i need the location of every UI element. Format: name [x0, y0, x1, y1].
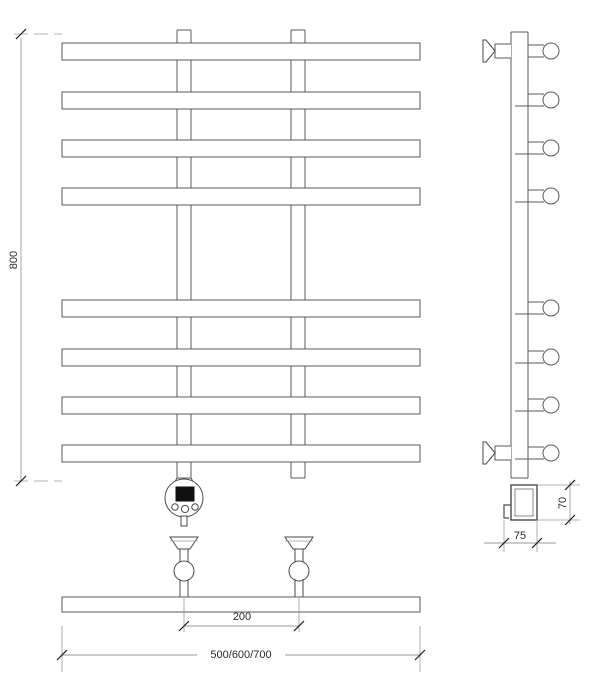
- side-wall-bracket-top: [482, 39, 511, 63]
- dimension-height-800: 800: [8, 28, 62, 487]
- bracket-ball-right: [288, 560, 310, 582]
- side-rail-end-2: [515, 91, 560, 109]
- control-unit-button-center[interactable]: [180, 504, 190, 514]
- control-unit-button-right[interactable]: [191, 503, 199, 511]
- rail-6: [61, 348, 421, 367]
- rail-1: [61, 42, 421, 61]
- rail-group-upper: [61, 42, 421, 206]
- wall-bar: [61, 596, 421, 613]
- side-rail-end-8: [515, 444, 560, 462]
- rail-group-lower: [61, 299, 421, 463]
- rail-7: [61, 396, 421, 415]
- side-wall-bracket-bottom: [482, 441, 511, 465]
- control-unit-display: [175, 486, 195, 502]
- bracket-cone-right: [284, 536, 314, 550]
- side-control-box: [503, 484, 538, 521]
- control-unit-button-left[interactable]: [171, 503, 179, 511]
- dimension-bracket-spacing-200: 200: [178, 597, 305, 632]
- rail-5: [61, 299, 421, 318]
- dimension-label-200: 200: [233, 611, 251, 623]
- rail-3: [61, 139, 421, 158]
- side-rail-end-5: [515, 299, 560, 317]
- side-elevation-view: [482, 31, 560, 521]
- wall-bracket-right: [284, 536, 314, 598]
- side-rail-ends: [515, 42, 560, 462]
- bracket-ball-left: [173, 560, 195, 582]
- dimension-height-70: 70: [537, 479, 580, 526]
- dimension-label-75: 75: [514, 530, 526, 542]
- dimension-label-width-options: 500/600/700: [210, 649, 271, 661]
- control-unit-cable-outlet: [180, 515, 188, 527]
- dimension-depth-75: 75: [484, 520, 556, 552]
- front-elevation-view: [61, 29, 421, 613]
- rail-8: [61, 444, 421, 463]
- bracket-cone-left: [169, 536, 199, 550]
- side-rail-end-4: [515, 187, 560, 205]
- dimension-width-options: 500/600/700: [56, 626, 426, 672]
- side-rail-end-6: [515, 348, 560, 366]
- rail-4: [61, 187, 421, 206]
- side-rail-end-1: [528, 42, 560, 60]
- wall-bracket-left: [169, 536, 199, 598]
- side-rail-end-7: [515, 396, 560, 414]
- side-rail-end-3: [515, 139, 560, 157]
- dimension-label-800: 800: [8, 251, 20, 269]
- rail-2: [61, 91, 421, 110]
- control-unit[interactable]: [164, 477, 204, 527]
- dimension-label-70: 70: [557, 497, 569, 509]
